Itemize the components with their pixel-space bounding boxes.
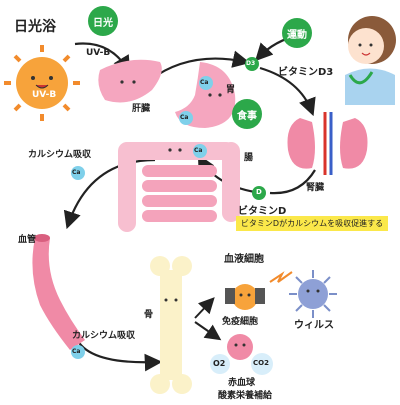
immune-cell-illustration xyxy=(225,284,265,310)
ca-marker-vessel xyxy=(71,345,85,359)
ca-text-path: Ca xyxy=(72,169,81,176)
intestine-illustration xyxy=(118,142,240,232)
bone-label: 骨 xyxy=(144,310,154,320)
red-blood-cell-illustration xyxy=(227,334,253,360)
virus-illustration xyxy=(289,270,337,318)
vitamin-d-label: ビタミンD xyxy=(238,206,287,217)
arrow-intestine-to-vessel xyxy=(63,158,156,230)
ca-marker-intestine xyxy=(193,144,207,158)
lightning-icon xyxy=(269,271,293,283)
stomach-illustration xyxy=(175,62,236,128)
arrow-bone-to-rbc xyxy=(194,321,222,341)
d3-marker xyxy=(245,57,259,71)
sun-uvb-label: UV-B xyxy=(32,90,57,100)
intestine-label: 腸 xyxy=(244,153,254,163)
calcium-absorption-top-label: カルシウム吸収 xyxy=(28,150,92,160)
bone-illustration xyxy=(150,256,192,394)
blood-vessel-label: 血管 xyxy=(18,235,37,245)
ca-text-stomach: Ca xyxy=(180,114,189,121)
exercise-badge: 運動 xyxy=(282,18,312,48)
d-text: D xyxy=(256,188,262,196)
sun-illustration xyxy=(4,45,80,121)
calcium-absorption-bottom-label: カルシウム吸収 xyxy=(72,331,136,341)
vitamin-d3-label: ビタミンD3 xyxy=(278,67,334,78)
liver-illustration xyxy=(98,59,162,103)
page-title: 日光浴 xyxy=(14,19,56,35)
ca-text-vessel: Ca xyxy=(72,348,81,355)
arrow-bone-to-immune xyxy=(194,297,215,319)
blood-vessel-illustration xyxy=(32,234,85,350)
arrow-d-to-intestine xyxy=(197,154,256,194)
co2-label: CO2 xyxy=(253,359,269,367)
ca-text-liver: Ca xyxy=(200,79,209,86)
food-badge: 食事 xyxy=(232,99,262,129)
red-blood-cells-label: 赤血球 xyxy=(228,378,256,388)
o2-label: O2 xyxy=(213,359,226,368)
immune-cells-label: 免疫細胞 xyxy=(222,317,259,327)
sunlight-badge: 日光 xyxy=(88,6,118,36)
calcium-absorption-note: ビタミンDがカルシウムを吸収促進する xyxy=(236,216,388,231)
arrow-kidney-to-d xyxy=(269,169,316,195)
kidney-illustration xyxy=(287,112,368,175)
o2-bubble xyxy=(210,354,230,374)
d-marker xyxy=(252,186,266,200)
ca-marker-stomach xyxy=(179,111,193,125)
person-illustration xyxy=(345,16,396,105)
kidney-label: 腎臓 xyxy=(306,183,325,193)
co2-bubble xyxy=(251,353,273,375)
oxygen-nutrients-label: 酸素栄養補給 xyxy=(218,391,273,401)
stomach-label: 胃 xyxy=(226,85,236,95)
uvb-arrow-label: UV-B xyxy=(86,48,111,58)
ca-marker-liver xyxy=(199,76,213,90)
liver-label: 肝臓 xyxy=(132,104,151,114)
ca-text-intestine: Ca xyxy=(194,147,203,154)
blood-cells-label: 血液細胞 xyxy=(224,254,264,265)
arrow-d3-to-kidney xyxy=(259,66,316,117)
ca-marker-path xyxy=(71,166,85,180)
virus-label: ウィルス xyxy=(294,320,334,331)
d3-text: D3 xyxy=(246,60,256,67)
